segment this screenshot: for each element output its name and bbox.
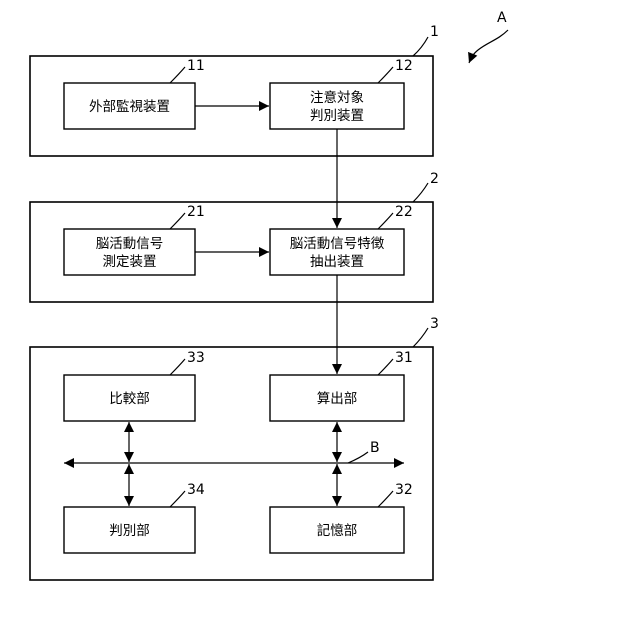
block-calculation: 算出部 31 xyxy=(270,350,413,421)
block-brain-signal-measure: 脳活動信号 測定装置 21 xyxy=(64,204,205,275)
block-memory: 記憶部 32 xyxy=(270,482,413,553)
block-brain-signal-measure-ref: 21 xyxy=(187,204,205,220)
block-judgment-ref: 34 xyxy=(187,482,205,498)
block-calculation-label: 算出部 xyxy=(317,391,358,407)
block-external-monitor-leader xyxy=(170,67,185,83)
block-memory-ref: 32 xyxy=(395,482,413,498)
block-attention-target: 注意対象 判別装置 12 xyxy=(270,58,413,129)
block-brain-feature-extract-label-line2: 抽出装置 xyxy=(310,254,364,270)
group-1-ref: 1 xyxy=(430,24,439,40)
block-brain-feature-extract-ref: 22 xyxy=(395,204,413,220)
block-external-monitor: 外部監視装置 11 xyxy=(64,58,205,129)
block-brain-signal-measure-label-line1: 脳活動信号 xyxy=(96,236,164,252)
group-2-ref: 2 xyxy=(430,171,439,187)
block-comparison-label: 比較部 xyxy=(109,391,150,407)
bus-leader xyxy=(348,452,368,463)
block-external-monitor-ref: 11 xyxy=(187,58,205,74)
block-calculation-leader xyxy=(378,359,393,375)
block-comparison-ref: 33 xyxy=(187,350,205,366)
block-brain-feature-extract: 脳活動信号特徴 抽出装置 22 xyxy=(270,204,413,275)
block-judgment-leader xyxy=(170,491,185,507)
block-brain-feature-extract-label-line1: 脳活動信号特徴 xyxy=(290,236,385,252)
block-brain-signal-measure-label-line2: 測定装置 xyxy=(103,254,157,270)
block-brain-signal-measure-leader xyxy=(170,213,185,229)
figure-ref-label: A xyxy=(497,10,507,26)
group-1: 1 xyxy=(30,24,439,156)
bus-ref: B xyxy=(370,440,380,456)
block-external-monitor-label: 外部監視装置 xyxy=(89,98,170,115)
block-comparison: 比較部 33 xyxy=(64,350,205,421)
block-attention-target-label-line1: 注意対象 xyxy=(310,89,364,106)
group-3-leader xyxy=(413,328,428,347)
block-memory-label: 記憶部 xyxy=(317,522,358,539)
block-attention-target-label-line2: 判別装置 xyxy=(310,108,364,124)
figure-ref-arrow xyxy=(469,30,508,63)
block-brain-feature-extract-leader xyxy=(378,213,393,229)
group-2-leader xyxy=(413,183,428,202)
block-attention-target-leader xyxy=(378,67,393,83)
block-comparison-leader xyxy=(170,359,185,375)
block-calculation-ref: 31 xyxy=(395,350,413,366)
block-attention-target-ref: 12 xyxy=(395,58,413,74)
group-1-leader xyxy=(413,37,428,56)
block-judgment-label: 判別部 xyxy=(109,523,150,539)
group-3-ref: 3 xyxy=(430,316,439,332)
block-judgment: 判別部 34 xyxy=(64,482,205,553)
block-memory-leader xyxy=(378,491,393,507)
